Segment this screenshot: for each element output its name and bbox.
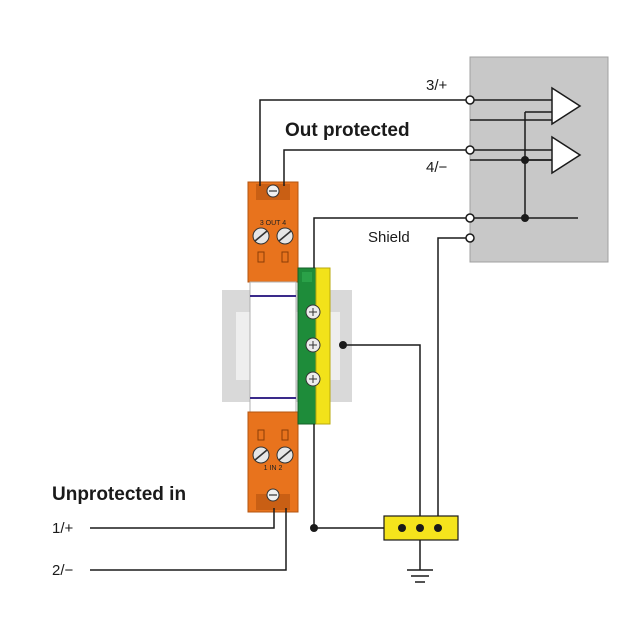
device-terminal	[465, 213, 475, 223]
earth-terminal-block	[383, 515, 459, 541]
screw-terminal-icon	[266, 184, 280, 198]
screw-terminal-icon	[266, 488, 280, 502]
screw-terminal-icon	[305, 304, 321, 320]
device-terminal	[465, 145, 475, 155]
module-top-label: 3 OUT 4	[260, 220, 286, 227]
label-out-protected: Out protected	[285, 120, 410, 141]
triangle-amplifier-icon	[551, 86, 582, 126]
label-terminal-3: 3/+	[426, 77, 448, 94]
screw-terminal-icon	[276, 227, 294, 245]
label-terminal-4: 4/−	[426, 159, 448, 176]
screw-terminal-icon	[252, 446, 270, 464]
label-terminal-2: 2/−	[52, 562, 74, 579]
label-unprotected-in: Unprotected in	[52, 484, 186, 505]
earth-ground-icon	[407, 540, 433, 583]
label-terminal-1: 1/+	[52, 520, 74, 537]
device-terminal	[465, 95, 475, 105]
label-shield: Shield	[368, 229, 410, 246]
device-terminal	[465, 233, 475, 243]
output-wires	[259, 99, 578, 530]
screw-terminal-icon	[276, 446, 294, 464]
screw-terminal-icon	[252, 227, 270, 245]
screw-terminal-icon	[305, 371, 321, 387]
junction-dot	[521, 156, 529, 164]
junction-dot	[521, 214, 529, 222]
screw-terminal-icon	[305, 337, 321, 353]
module-bottom-label: 1 IN 2	[264, 465, 283, 472]
input-wires	[90, 508, 287, 571]
triangle-amplifier-icon	[551, 135, 582, 175]
